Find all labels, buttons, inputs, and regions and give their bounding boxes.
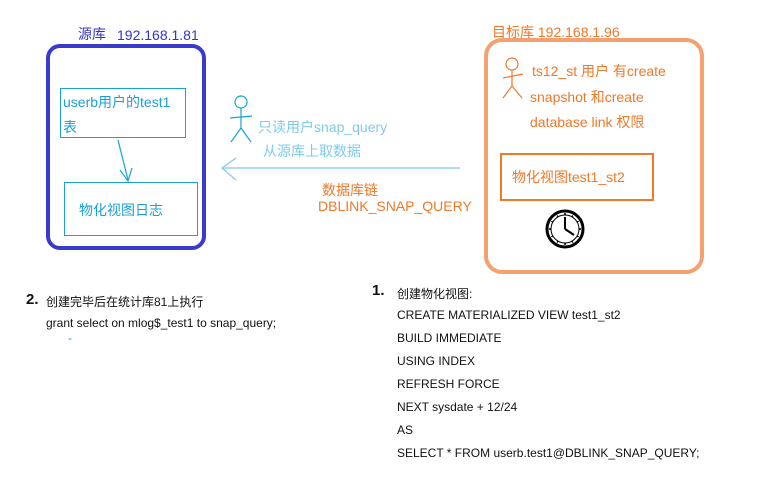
target-user-desc-line3: database link 权限: [530, 114, 645, 130]
source-table-box: userb用户的test1 表: [60, 88, 186, 138]
sql-line: BUILD IMMEDIATE: [397, 331, 502, 345]
step2-command: grant select on mlog$_test1 to snap_quer…: [46, 316, 277, 330]
step1-title: 创建物化视图:: [397, 287, 473, 301]
sql-line: REFRESH FORCE: [397, 377, 500, 391]
target-mview-label: 物化视图test1_st2: [512, 169, 625, 185]
source-table-label-line1: userb用户的test1: [63, 94, 171, 110]
readonly-user-line2: 从源库上取数据: [263, 143, 361, 159]
mview-log-box: 物化视图日志: [64, 182, 198, 236]
step1-number: 1.: [372, 282, 385, 299]
dblink-label-line2: DBLINK_SNAP_QUERY: [318, 198, 472, 214]
sql-line: USING INDEX: [397, 354, 476, 368]
step2-title: 创建完毕后在统计库81上执行: [46, 295, 204, 309]
source-db-label: 源库: [78, 26, 106, 42]
arrow-icon: [117, 139, 133, 183]
readonly-user-line1: 只读用户snap_query: [258, 119, 388, 135]
target-user-desc-line1: ts12_st 用户 有create: [532, 63, 666, 79]
mview-log-label: 物化视图日志: [79, 202, 163, 218]
source-db-box: [46, 44, 206, 250]
sql-line: AS: [397, 423, 414, 437]
arrow-icon: [221, 157, 460, 181]
dblink-label-line1: 数据库链: [322, 182, 378, 198]
clock-icon: [545, 209, 585, 249]
sql-line: CREATE MATERIALIZED VIEW test1_st2: [397, 308, 621, 322]
sql-line: SELECT * FROM userb.test1@DBLINK_SNAP_QU…: [397, 446, 700, 460]
target-user-desc-line2: snapshot 和create: [530, 89, 644, 105]
step2-number: 2.: [26, 291, 39, 308]
target-db-label: 目标库 192.168.1.96: [492, 24, 620, 40]
source-table-label-line2: 表: [63, 119, 77, 135]
source-db-ip: 192.168.1.81: [117, 27, 199, 43]
stick-figure-icon: [502, 57, 524, 99]
sql-line: NEXT sysdate + 12/24: [397, 400, 518, 414]
target-mview-box: 物化视图test1_st2: [500, 153, 654, 201]
target-db-box: [484, 38, 704, 274]
stick-figure-icon: [229, 95, 253, 143]
step2-dash: -: [68, 331, 72, 345]
